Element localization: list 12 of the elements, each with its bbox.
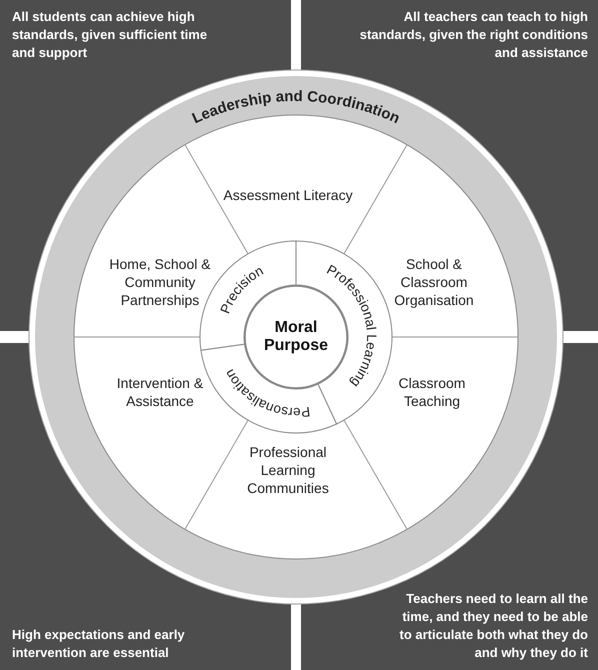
panel-text: All teachers can teach to high standards, given the right conditions and assistance <box>358 8 588 62</box>
segment-label: Professional Learning Communities <box>223 443 353 497</box>
segment-label: Home, School & Community Partnerships <box>104 255 216 309</box>
segment-label: Assessment Literacy <box>223 186 353 204</box>
segment-label: Intervention & Assistance <box>104 374 216 410</box>
panel-text: All students can achieve high standards, given sufficient time and support <box>12 8 227 62</box>
segment-label: Classroom Teaching <box>382 374 482 410</box>
segment-label: School & Classroom Organisation <box>384 255 484 309</box>
panel-text: Teachers need to learn all the time, and they need to be able to articulate both what they do and why they do it <box>398 590 588 662</box>
center-label: Moral Purpose <box>261 319 331 355</box>
ring-band <box>28 69 564 605</box>
panel-text: High expectations and early intervention are essential <box>12 626 212 662</box>
